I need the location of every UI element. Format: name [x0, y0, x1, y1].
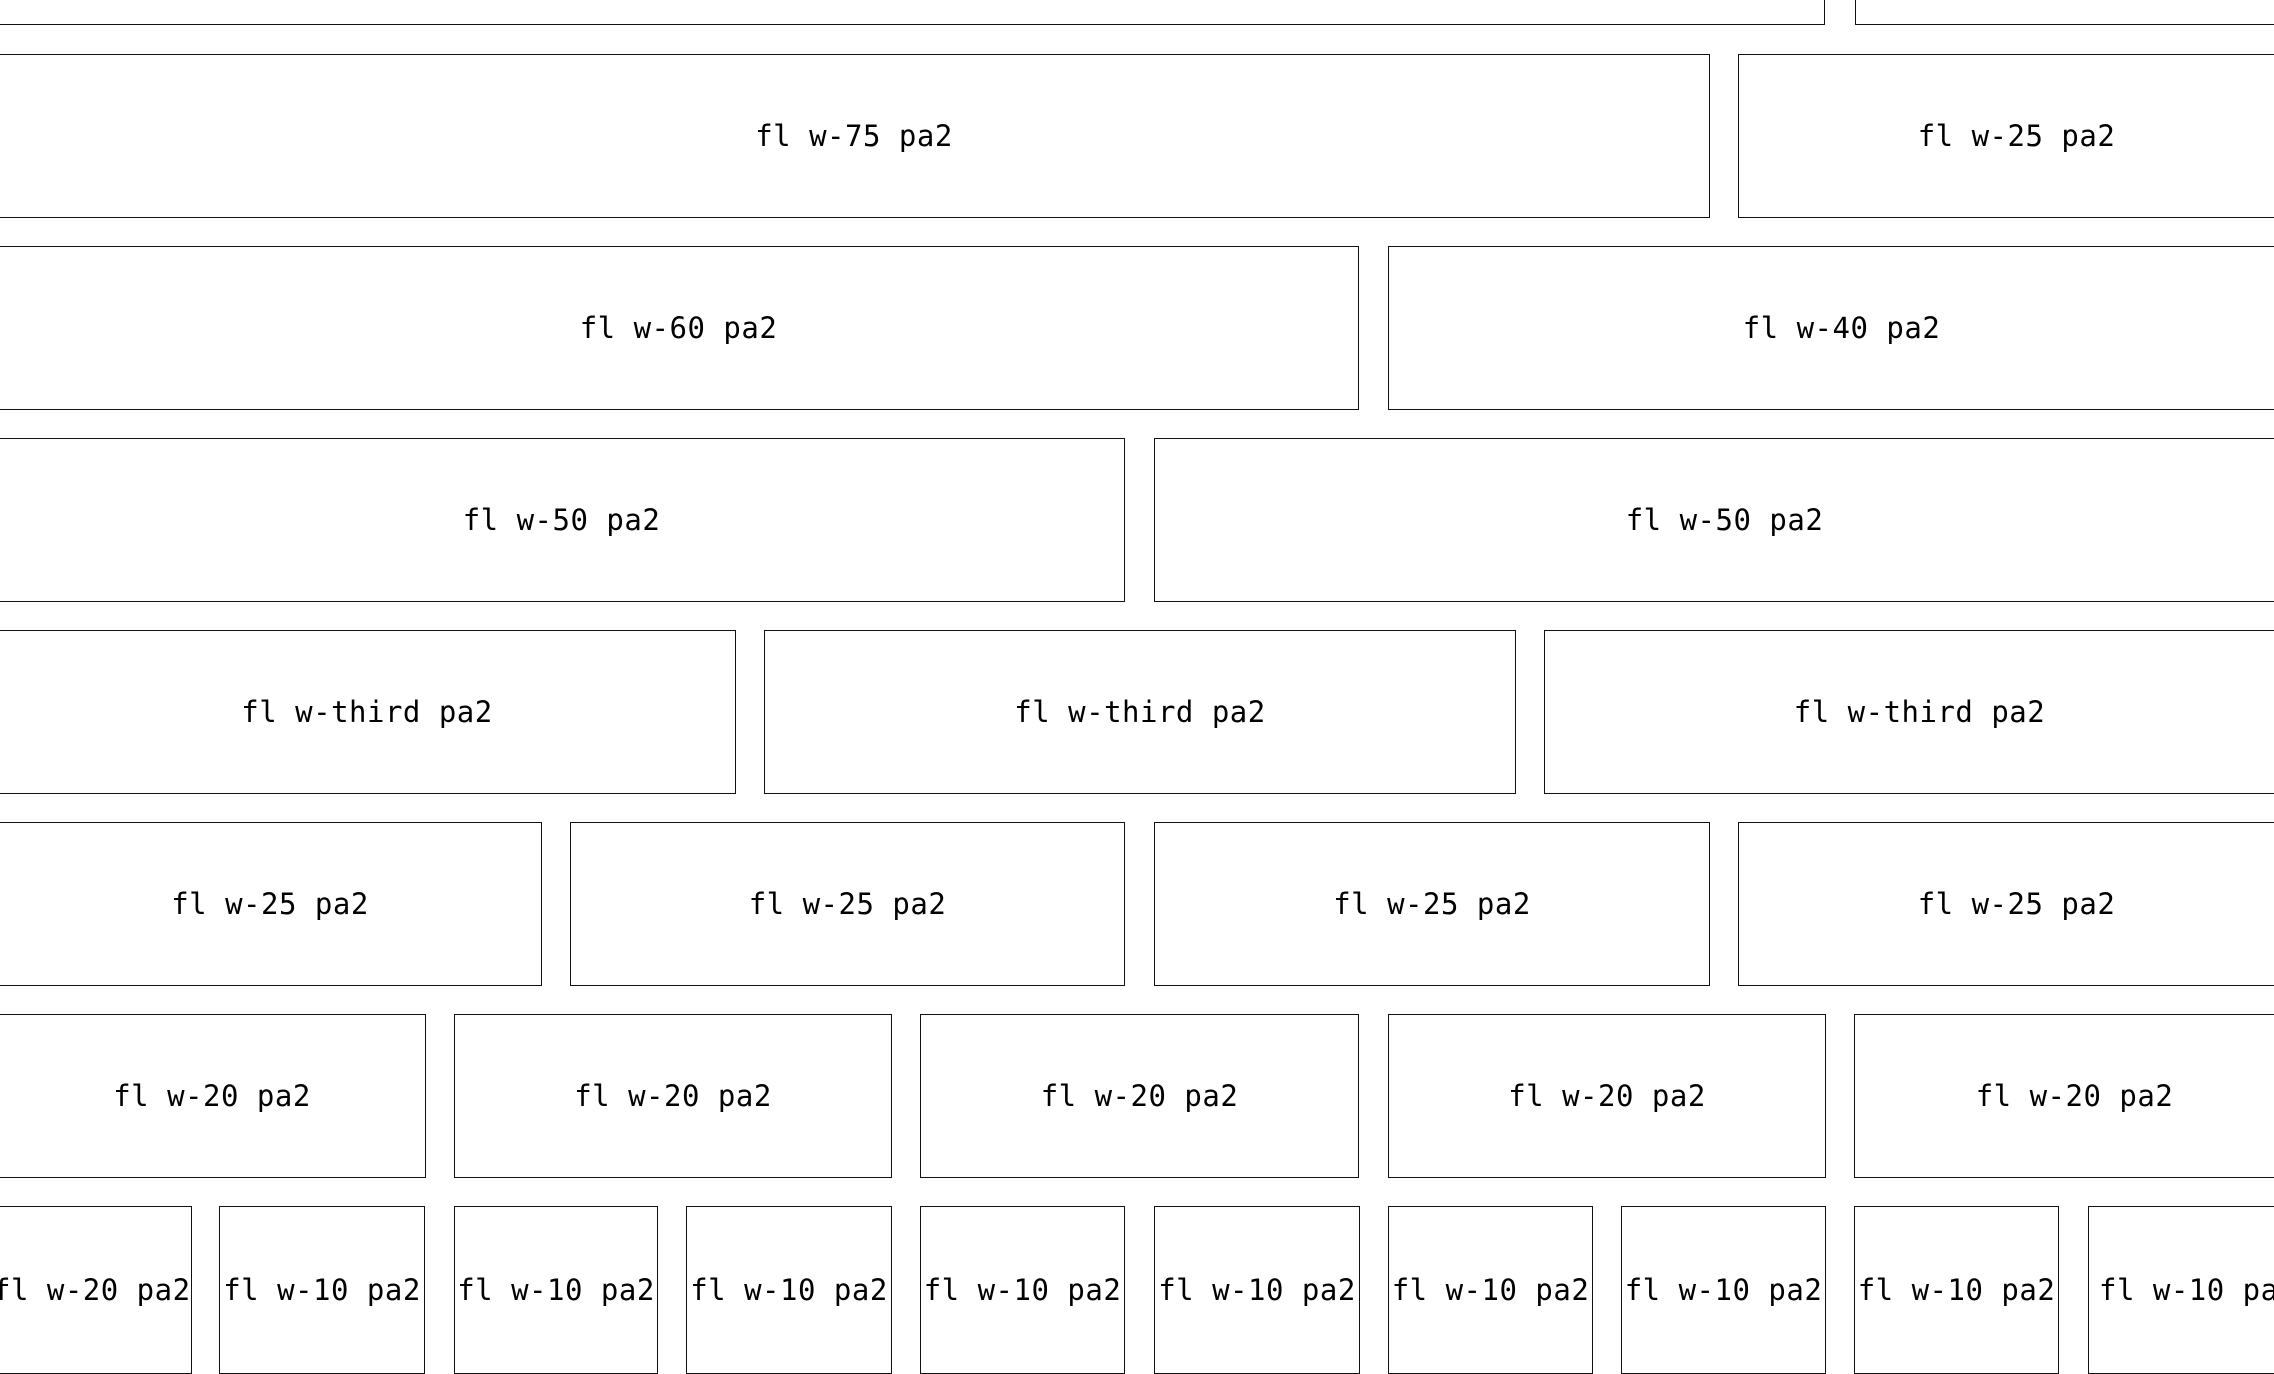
cell-label: fl w-10 pa2 [223, 1273, 421, 1307]
grid-cell-w-25: fl w-25 pa2 [1738, 822, 2274, 986]
grid-cell-w-25: fl w-25 pa2 [1738, 54, 2274, 218]
grid-cell-w-25: fl w-25 pa2 [570, 822, 1125, 986]
grid-cell-w-20: fl w-20 pa2 [0, 1014, 426, 1178]
grid-cell-w-40: fl w-40 pa2 [1388, 246, 2274, 410]
grid-cell-w-10: fl w-10 pa2 [219, 1206, 425, 1374]
cell-label: fl w-25 pa2 [1917, 887, 2116, 921]
grid-cell-w-10: fl w-10 pa2 [920, 1206, 1125, 1374]
cell-label: fl w-60 pa2 [579, 311, 778, 345]
grid-cell-w-third: fl w-third pa2 [0, 630, 736, 794]
cell-label: fl w-10 pa2 [923, 1273, 1122, 1307]
cell-label: fl w-10 pa2 [457, 1273, 655, 1307]
cell-label: fl w-25 pa2 [171, 887, 369, 921]
cell-label: fl w-third pa2 [1014, 695, 1266, 729]
cell-label: fl w-20 pa2 [113, 1079, 311, 1113]
cell-label: fl w-25 pa2 [1333, 887, 1531, 921]
grid-cell-w-10: fl w-10 pa2 [1621, 1206, 1826, 1374]
grid-cell-w-20: fl w-20 pa2 [920, 1014, 1359, 1178]
cell-label: fl w-20 pa2 [574, 1079, 772, 1113]
grid-cell-w-60: fl w-60 pa2 [0, 246, 1359, 410]
cell-label: fl w-10 pa2 [1624, 1273, 1823, 1307]
cell-label: fl w-10 pa2 [2099, 1273, 2274, 1307]
cell-label: fl w-20 pa2 [0, 1273, 191, 1307]
cell-label: fl w-10 pa2 [690, 1273, 888, 1307]
grid-cell [1855, 0, 2274, 25]
cell-label: fl w-25 pa2 [1917, 119, 2116, 153]
grid-cell [0, 0, 1825, 25]
cell-label: fl w-25 pa2 [748, 887, 947, 921]
grid-cell-w-20: fl w-20 pa2 [454, 1014, 892, 1178]
grid-cell-w-50: fl w-50 pa2 [0, 438, 1125, 602]
grid-cell-w-10: fl w-10 pa2 [1388, 1206, 1593, 1374]
grid-cell-w-10: fl w-10 pa2 [454, 1206, 658, 1374]
cell-label: fl w-third pa2 [1793, 695, 2046, 729]
cell-label: fl w-20 pa2 [1508, 1079, 1706, 1113]
cell-label: fl w-10 pa2 [1391, 1273, 1590, 1307]
cell-label: fl w-20 pa2 [1975, 1079, 2174, 1113]
cell-label: fl w-40 pa2 [1742, 311, 1941, 345]
grid-cell-w-10: fl w-10 pa2 [1154, 1206, 1360, 1374]
grid-cell-w-20: fl w-20 pa2 [1388, 1014, 1826, 1178]
grid-cell-w-10: fl w-10 pa2 [2088, 1206, 2274, 1374]
cell-label: fl w-75 pa2 [755, 119, 953, 153]
cell-label: fl w-50 pa2 [1625, 503, 1824, 537]
cell-label: fl w-50 pa2 [462, 503, 661, 537]
cell-label: fl w-10 pa2 [1857, 1273, 2056, 1307]
grid-cell-w-25: fl w-25 pa2 [0, 822, 542, 986]
cell-label: fl w-20 pa2 [1040, 1079, 1239, 1113]
cell-label: fl w-10 pa2 [1158, 1273, 1356, 1307]
grid-cell-w-20: fl w-20 pa2 [1854, 1014, 2274, 1178]
grid-cell-w-10: fl w-10 pa2 [686, 1206, 892, 1374]
grid-cell-w-10: fl w-10 pa2 [1854, 1206, 2059, 1374]
grid-cell-w-25: fl w-25 pa2 [1154, 822, 1710, 986]
grid-cell-w-50: fl w-50 pa2 [1154, 438, 2274, 602]
grid-cell-w-20: fl w-20 pa2 [0, 1206, 192, 1374]
grid-cell-w-third: fl w-third pa2 [764, 630, 1516, 794]
cell-label: fl w-third pa2 [241, 695, 493, 729]
grid-cell-w-third: fl w-third pa2 [1544, 630, 2274, 794]
grid-cell-w-75: fl w-75 pa2 [0, 54, 1710, 218]
